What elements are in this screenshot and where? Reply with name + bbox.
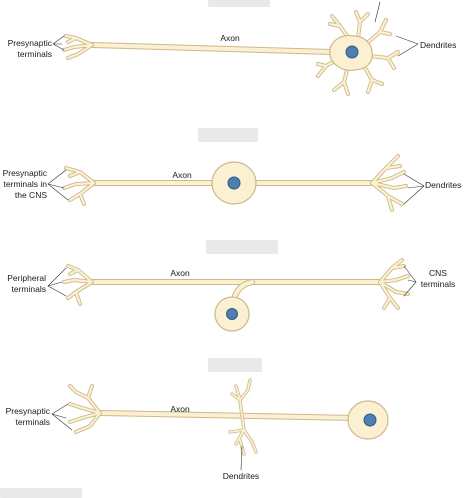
presynaptic-terminals-cns-label: Presynaptic terminals in the CNS bbox=[0, 168, 47, 201]
cns-terminal-branches bbox=[378, 258, 410, 310]
cns-terminals-label: CNS terminals bbox=[414, 268, 462, 290]
presynaptic-terminal-branches bbox=[68, 384, 102, 434]
blank-title-box-2 bbox=[198, 128, 258, 142]
blank-title-box-1 bbox=[208, 0, 270, 7]
peripheral-terminal-branches bbox=[62, 264, 94, 306]
axon-label: Axon bbox=[172, 170, 192, 180]
label-line: terminals bbox=[17, 49, 52, 59]
blank-title-box-5 bbox=[0, 488, 82, 498]
label-line: the CNS bbox=[14, 190, 47, 200]
label-leader-lines bbox=[47, 265, 417, 297]
dendrites-label: Dendrites bbox=[420, 40, 457, 50]
bipolar-neuron bbox=[47, 154, 425, 212]
dendrite-branches bbox=[370, 154, 408, 212]
label-leader-lines bbox=[51, 403, 243, 471]
axon-process bbox=[89, 42, 335, 55]
label-line: Peripheral bbox=[7, 273, 46, 283]
label-line: terminals bbox=[420, 279, 456, 289]
blank-title-box-3 bbox=[206, 240, 278, 254]
nucleus bbox=[345, 45, 359, 59]
axon-label: Axon bbox=[170, 268, 190, 278]
nucleus bbox=[363, 413, 377, 427]
presynaptic-terminals-label: Presynaptic terminals bbox=[0, 406, 50, 428]
blank-title-box-4 bbox=[208, 358, 262, 372]
label-line: terminals bbox=[11, 284, 46, 294]
peripheral-terminals-label: Peripheral terminals bbox=[0, 273, 46, 295]
dendrites-label: Dendrites bbox=[425, 180, 462, 190]
label-line: CNS bbox=[429, 268, 447, 278]
axon-label: Axon bbox=[170, 404, 190, 414]
presynaptic-terminal-branches bbox=[62, 34, 94, 60]
label-line: Presynaptic bbox=[2, 168, 47, 178]
axon-label: Axon bbox=[220, 33, 240, 43]
nucleus bbox=[226, 308, 238, 320]
multipolar-neuron bbox=[52, 1, 419, 96]
nucleus bbox=[227, 176, 241, 190]
label-leader-lines bbox=[47, 169, 425, 205]
pseudounipolar-neuron bbox=[47, 258, 417, 332]
label-line: Presynaptic bbox=[7, 38, 52, 48]
label-leader-lines bbox=[52, 1, 419, 57]
label-line: Presynaptic bbox=[5, 406, 50, 416]
dendrite-branches bbox=[228, 378, 258, 456]
presynaptic-terminal-branches bbox=[62, 166, 96, 206]
unipolar-neuron bbox=[51, 378, 389, 471]
presynaptic-terminals-label: Presynaptic terminals bbox=[0, 38, 52, 60]
axon-process bbox=[97, 410, 359, 421]
dendrites-label: Dendrites bbox=[222, 471, 260, 481]
label-line: terminals in bbox=[3, 179, 47, 189]
dendrite-branches bbox=[316, 10, 400, 96]
label-line: terminals bbox=[15, 417, 50, 427]
